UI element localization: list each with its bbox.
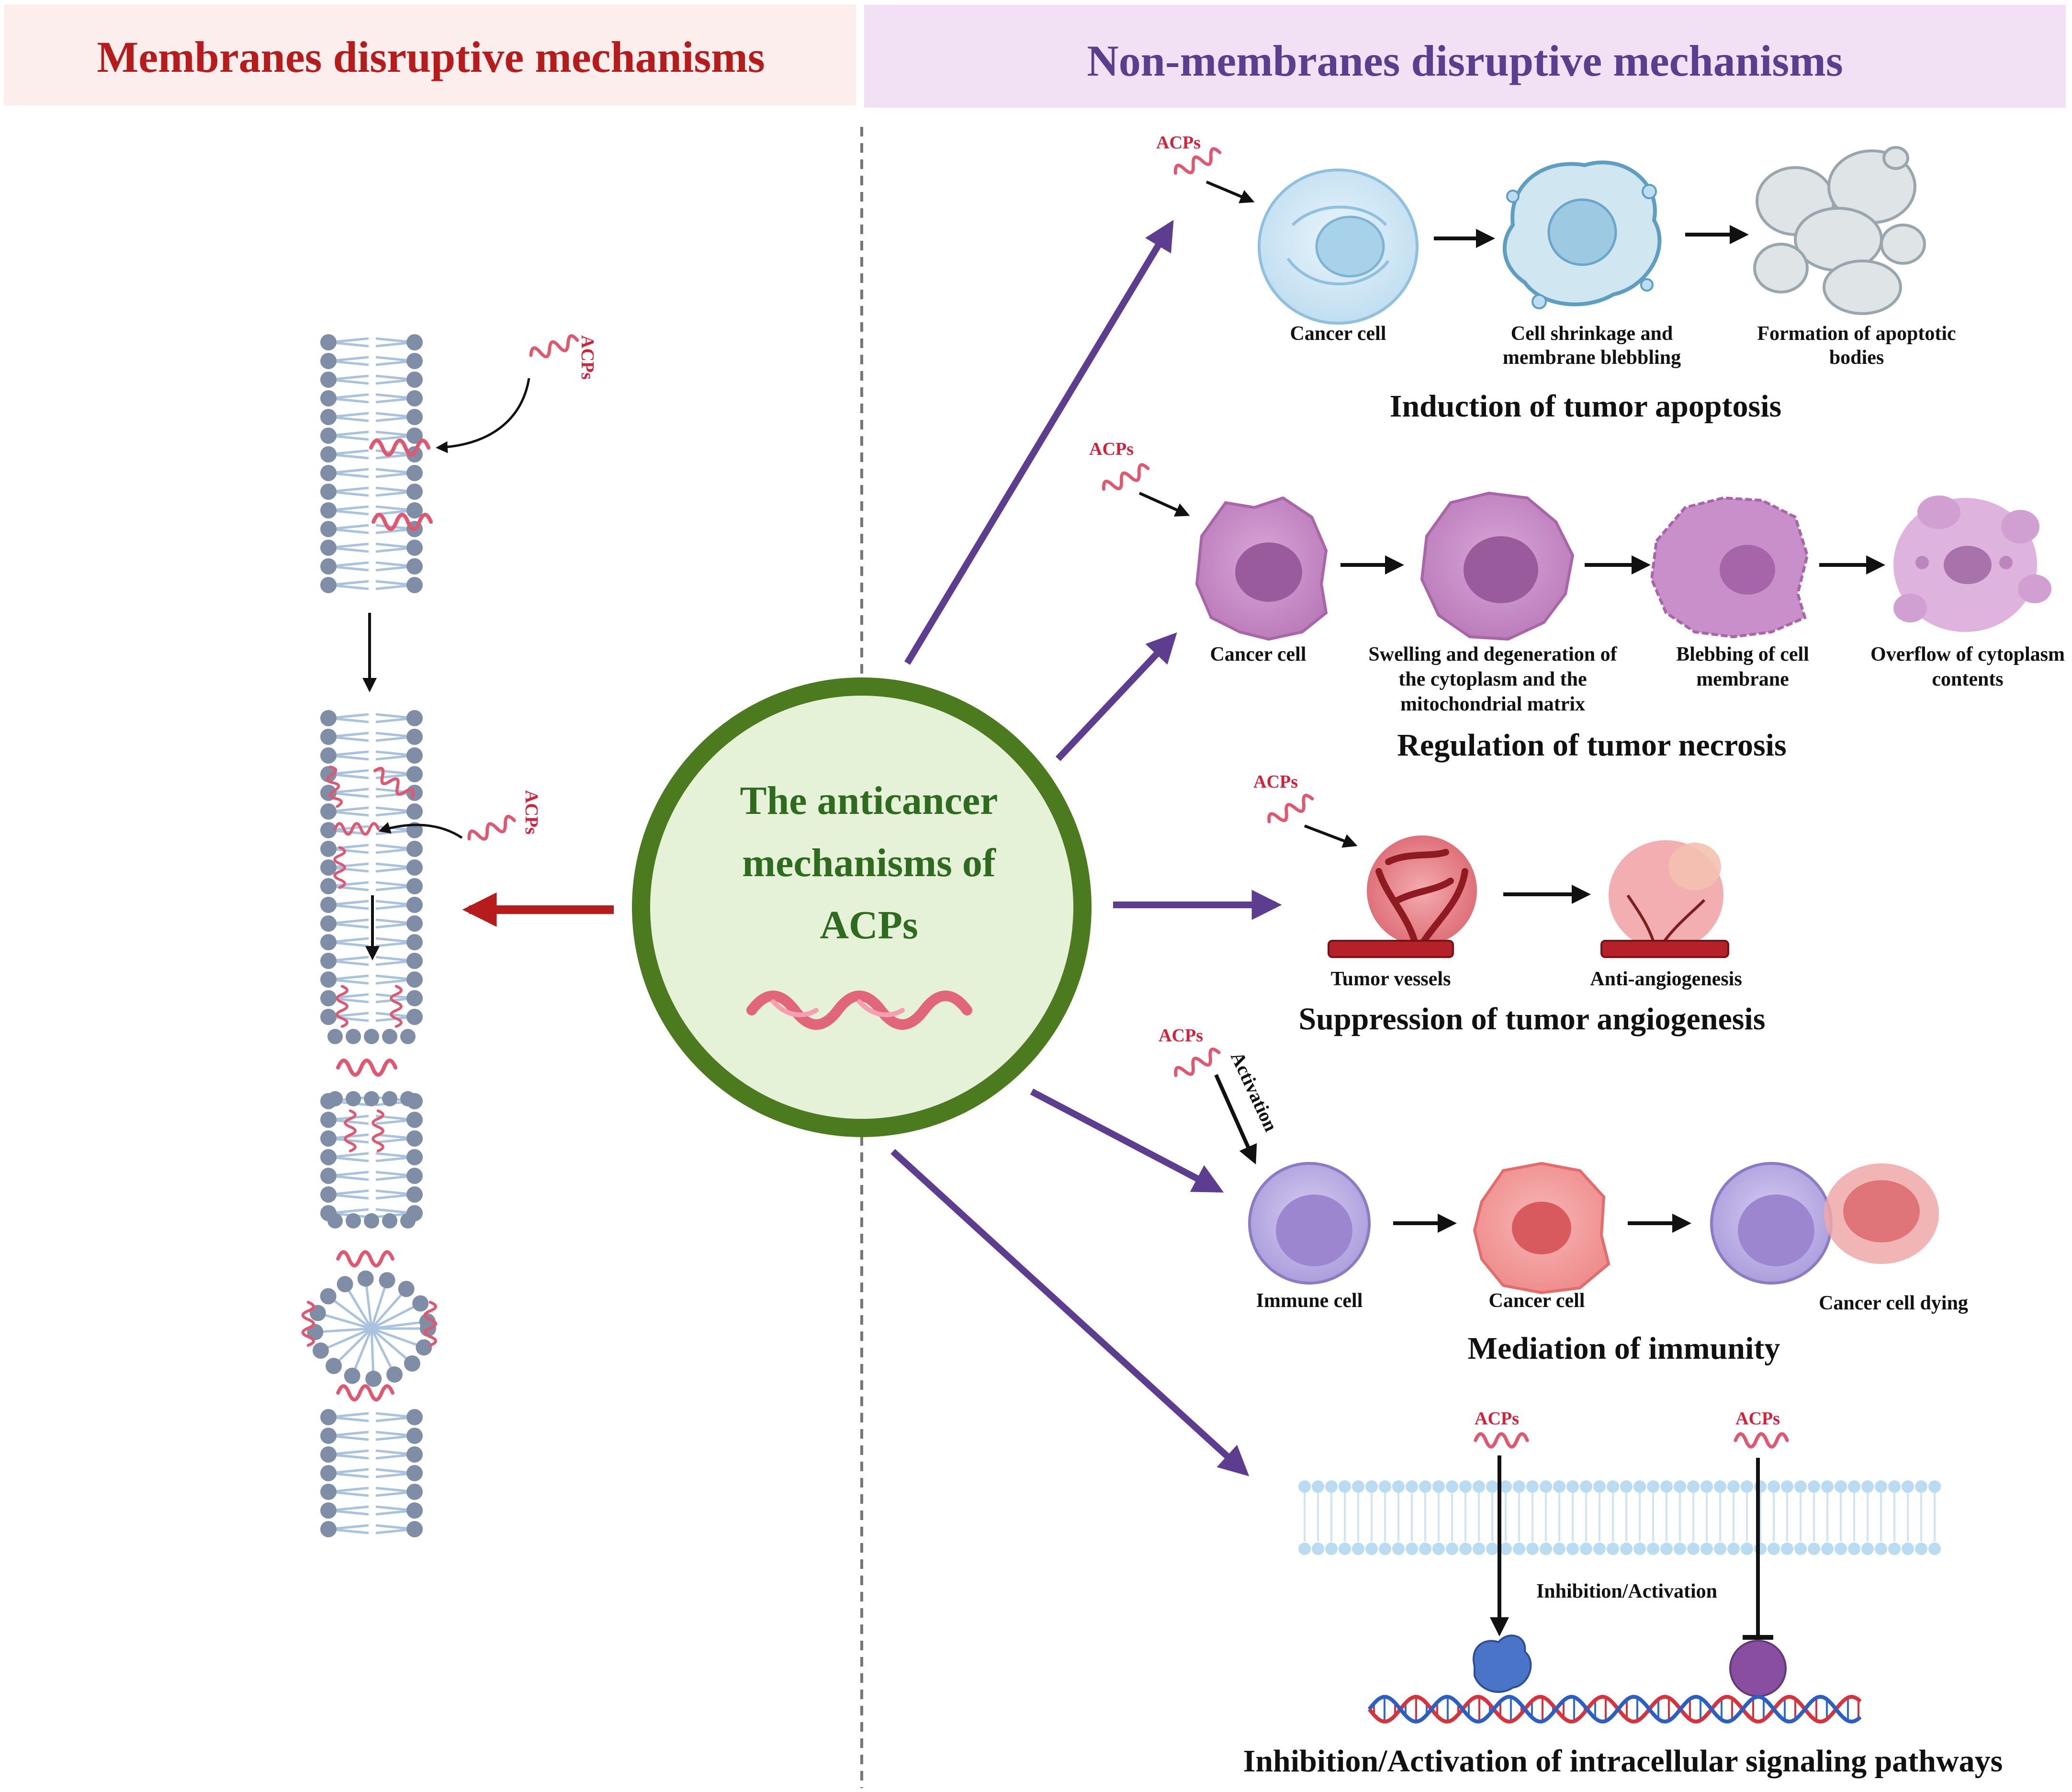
necrosis-label-blebbing-1: Blebbing of cell — [1676, 643, 1809, 665]
left-header-title: Membranes disruptive mechanisms — [97, 33, 765, 81]
apoptosis-shrinking-cell — [1502, 160, 1662, 309]
immunity-cancer-cell — [1473, 1161, 1610, 1295]
necrosis-title: Regulation of tumor necrosis — [1397, 728, 1786, 763]
apoptosis-label-shrinkage-2: membrane blebbling — [1503, 347, 1681, 369]
arrow-to-immunity — [1030, 1088, 1224, 1193]
peptide-necrosis — [1101, 463, 1150, 495]
activating-protein — [1473, 1634, 1532, 1693]
immunity-section: ACPs Activation Immune cell Cancer cell … — [1159, 1026, 1968, 1366]
acp-label-signaling-1: ACPs — [1475, 1409, 1519, 1429]
necrosis-blebbing-cell — [1650, 496, 1809, 639]
peptide-mid-incoming — [467, 815, 517, 845]
necrosis-overflow-cell — [1893, 496, 2051, 632]
necrosis-label-overflow-1: Overflow of cytoplasm — [1870, 643, 2065, 665]
activation-arrow — [1214, 1074, 1257, 1165]
apoptosis-label-bodies-2: bodies — [1829, 347, 1884, 369]
necrosis-label-blebbing-2: membrane — [1696, 668, 1789, 690]
apoptosis-label-shrinkage-1: Cell shrinkage and — [1511, 323, 1673, 345]
peptide-top-incoming — [529, 334, 579, 361]
anti-angiogenesis — [1600, 840, 1729, 958]
insertion-arrow-1 — [436, 378, 530, 453]
immunity-title: Mediation of immunity — [1468, 1331, 1780, 1366]
membrane-panel-annotations: ACPs ACPs — [303, 334, 597, 1400]
necrosis-label-swelling-2: the cytoplasm and the — [1398, 668, 1587, 690]
lipid-bilayer-stack — [307, 334, 436, 1537]
necrosis-label-swelling-3: mitochondrial matrix — [1400, 693, 1585, 715]
acp-label-angiogenesis: ACPs — [1253, 772, 1298, 792]
center-title-line3: ACPs — [820, 903, 918, 947]
cell-membrane — [1298, 1480, 1941, 1555]
peptide-pore-6 — [391, 986, 401, 1026]
acp-label-necrosis: ACPs — [1089, 439, 1134, 459]
acp-arrow-apoptosis — [1205, 180, 1255, 203]
signaling-middle-label: Inhibition/Activation — [1536, 1580, 1717, 1602]
insertion-arrow-2 — [378, 822, 463, 839]
peptide-pore-5 — [337, 986, 347, 1026]
apoptosis-title: Induction of tumor apoptosis — [1390, 389, 1781, 424]
necrosis-label-cancer-cell: Cancer cell — [1210, 643, 1306, 665]
necrosis-swelling-cell — [1420, 491, 1575, 641]
arrow-to-signaling — [890, 1149, 1250, 1476]
right-header-title: Non-membranes disruptive mechanisms — [1087, 36, 1843, 85]
peptide-between-1 — [338, 1060, 395, 1075]
dna-helix — [1367, 1694, 1862, 1724]
immune-cell — [1248, 1162, 1371, 1285]
center-title-line2: mechanisms of — [742, 841, 996, 885]
center-title-line1: The anticancer — [740, 778, 998, 823]
acp-arrow-necrosis — [1138, 492, 1190, 517]
tumor-vessels — [1328, 835, 1477, 958]
peptide-between-3 — [338, 1386, 393, 1400]
right-header-bg — [864, 5, 2066, 108]
apoptosis-label-bodies-1: Formation of apoptotic — [1757, 323, 1956, 345]
left-header-bg — [4, 5, 856, 105]
immunity-label-cancer: Cancer cell — [1489, 1290, 1585, 1312]
acp-label-membrane-1: ACPs — [577, 335, 597, 380]
peptide-between-2 — [338, 1252, 393, 1266]
apoptosis-section: ACPs Cancer cel — [1156, 133, 1956, 424]
acp-label-immunity: ACPs — [1159, 1026, 1203, 1046]
necrosis-label-overflow-2: contents — [1932, 668, 2003, 690]
necrosis-cancer-cell — [1195, 496, 1328, 641]
immunity-killing — [1710, 1162, 1939, 1285]
acp-label-apoptosis: ACPs — [1156, 133, 1201, 153]
center-peptide-helix — [746, 991, 972, 1030]
angiogenesis-section: ACPs Tumor vessels Anti-angiogenesis Sup… — [1253, 772, 1765, 1037]
peptide-angiogenesis — [1266, 793, 1315, 827]
acp-label-signaling-2: ACPs — [1735, 1409, 1780, 1429]
peptide-signaling-2 — [1735, 1434, 1787, 1447]
angiogenesis-label-vessels: Tumor vessels — [1331, 968, 1451, 990]
peptide-signaling-1 — [1475, 1434, 1527, 1447]
arrow-to-apoptosis — [904, 220, 1174, 665]
arrow-to-necrosis — [1055, 632, 1177, 761]
necrosis-label-swelling-1: Swelling and degeneration of — [1368, 643, 1617, 665]
peptide-carpet-left — [303, 1302, 314, 1345]
necrosis-section: ACPs Cancer cell Swellin — [1089, 439, 2065, 763]
apoptotic-bodies — [1753, 146, 1926, 315]
acp-arrow-angiogenesis — [1304, 824, 1358, 848]
signaling-title: Inhibition/Activation of intracellular s… — [1243, 1744, 2003, 1779]
immunity-label-dying: Cancer cell dying — [1819, 1292, 1968, 1314]
acp-label-membrane-2: ACPs — [521, 790, 541, 834]
apoptosis-label-cancer-cell: Cancer cell — [1290, 323, 1386, 345]
signaling-section: ACPs ACPs Inhibition/Activation Inhibiti… — [1243, 1409, 2003, 1779]
angiogenesis-label-anti: Anti-angiogenesis — [1590, 968, 1742, 990]
immunity-label-immune: Immune cell — [1256, 1290, 1363, 1312]
central-hub: The anticancer mechanisms of ACPs — [632, 677, 1092, 1137]
angiogenesis-title: Suppression of tumor angiogenesis — [1299, 1002, 1766, 1037]
apoptosis-cancer-cell — [1258, 169, 1419, 325]
inhibited-protein — [1729, 1640, 1787, 1697]
